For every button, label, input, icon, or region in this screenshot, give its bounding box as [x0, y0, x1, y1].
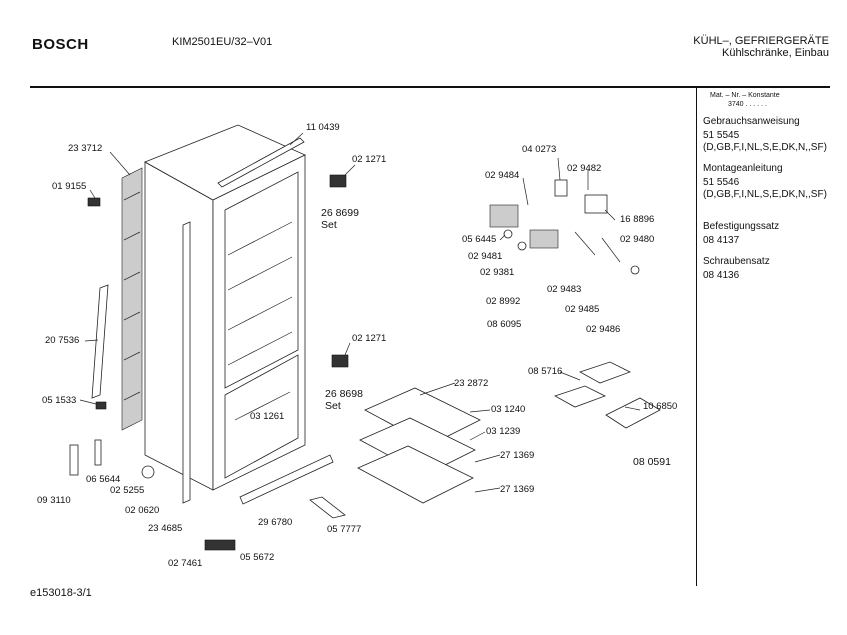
part-label: 03 1240 — [491, 404, 526, 415]
fridge-cabinet — [144, 124, 306, 491]
part-label: 10 6850 — [643, 401, 678, 412]
lamp-part — [69, 444, 79, 476]
sidebar-item-fixing-set: Befestigungssatz 08 4137 — [703, 221, 779, 247]
sidebar-divider — [696, 88, 697, 586]
vent-grille — [309, 496, 346, 519]
sidebar-item-number: 08 4136 — [703, 270, 740, 281]
part-label: 02 9486 — [586, 324, 621, 335]
part-label: 08 5716 — [528, 366, 563, 377]
model-number: KIM2501EU/32–V01 — [172, 36, 273, 48]
part-label: 09 3110 — [37, 495, 71, 506]
leader-lines — [79, 132, 641, 493]
foot-part — [141, 465, 155, 479]
sidebar-item-note: (D,GB,F,I,NL,S,E,DK,N,,SF) — [703, 142, 827, 153]
sidebar-item-number: 08 4137 — [703, 235, 740, 246]
part-label: 05 6445 — [462, 234, 497, 245]
hinge-upper — [329, 174, 347, 188]
part-label: 06 5644 — [86, 474, 121, 485]
sidebar-item-title: Schraubensatz — [703, 256, 770, 267]
part-label: 02 1271 — [352, 154, 387, 165]
cover-part — [95, 401, 107, 410]
category-title: KÜHL–, GEFRIERGERÄTE — [693, 35, 829, 47]
part-label: 23 4685 — [148, 523, 183, 534]
sidebar-item-screw-set: Schraubensatz 08 4136 — [703, 256, 770, 282]
part-label: 05 7777 — [327, 524, 362, 535]
part-label: 02 9381 — [480, 267, 515, 278]
part-label: 23 2872 — [454, 378, 489, 389]
egg-tray-1 — [579, 361, 632, 384]
sidebar-item-number: 51 5546 — [703, 177, 740, 188]
part-label: 03 1239 — [486, 426, 521, 437]
top-rail — [217, 137, 305, 188]
part-label-set-word: Set — [321, 219, 337, 231]
part-label-set-word: Set — [325, 400, 341, 412]
header-divider — [30, 86, 830, 88]
part-label: 03 1261 — [250, 411, 285, 422]
part-label: 11 0439 — [306, 122, 340, 133]
brand-logo: BOSCH — [32, 36, 89, 53]
sidebar-item-title: Gebrauchsanweisung — [703, 116, 800, 127]
part-label: 02 9480 — [620, 234, 655, 245]
door-strip — [182, 221, 191, 504]
sidebar-item-title: Befestigungssatz — [703, 221, 780, 232]
part-label: 02 0620 — [125, 505, 160, 516]
mat-nr-value: 3740 . . . . . . — [728, 101, 767, 108]
part-label: 05 1533 — [42, 395, 77, 406]
thermostat-cluster — [489, 179, 640, 275]
part-label: 23 3712 — [68, 143, 103, 154]
sidebar-item-installation: Montageanleitung 51 5546 (D,GB,F,I,NL,S,… — [703, 163, 827, 201]
ice-tray — [605, 397, 661, 429]
sidebar-item-manual: Gebrauchsanweisung 51 5545 (D,GB,F,I,NL,… — [703, 116, 827, 154]
part-label: 20 7536 — [45, 335, 80, 346]
hinge-lower — [331, 354, 349, 368]
part-label: 02 8992 — [486, 296, 521, 307]
part-label-set: 26 8699 — [321, 207, 359, 219]
condenser-panel — [121, 167, 143, 431]
part-label: 05 5672 — [240, 552, 275, 563]
sidebar-item-number: 51 5545 — [703, 130, 740, 141]
clip-part — [87, 197, 101, 207]
part-label: 02 9481 — [468, 251, 503, 262]
drawing-id: e153018-3/1 — [30, 587, 92, 599]
bottom-rail — [239, 454, 334, 505]
part-label: 02 7461 — [168, 558, 203, 569]
bracket-part — [204, 539, 236, 551]
part-label: 02 9484 — [485, 170, 520, 181]
part-label: 02 5255 — [110, 485, 145, 496]
part-label: 02 1271 — [352, 333, 387, 344]
part-label: 01 9155 — [52, 181, 87, 192]
egg-tray-2 — [554, 385, 607, 408]
part-label: 16 8896 — [620, 214, 655, 225]
side-strip — [91, 284, 109, 399]
evaporator-plates — [357, 387, 481, 504]
part-label: 02 9483 — [547, 284, 582, 295]
pin-part — [94, 439, 102, 466]
part-label-set: 26 8698 — [325, 388, 363, 400]
part-label: 29 6780 — [258, 517, 293, 528]
sidebar-item-title: Montageanleitung — [703, 163, 783, 174]
part-label: 08 0591 — [633, 456, 671, 468]
category-subtitle: Kühlschränke, Einbau — [721, 47, 829, 59]
mat-nr-label: Mat. – Nr. – Konstante — [710, 92, 780, 99]
part-label: 27 1369 — [500, 450, 535, 461]
part-label: 27 1369 — [500, 484, 535, 495]
part-label: 02 9482 — [567, 163, 602, 174]
part-label: 08 6095 — [487, 319, 522, 330]
part-label: 02 9485 — [565, 304, 600, 315]
part-label: 04 0273 — [522, 144, 557, 155]
category-block: KÜHL–, GEFRIERGERÄTE Kühlschränke, Einba… — [693, 35, 829, 59]
sidebar-item-note: (D,GB,F,I,NL,S,E,DK,N,,SF) — [703, 189, 827, 200]
